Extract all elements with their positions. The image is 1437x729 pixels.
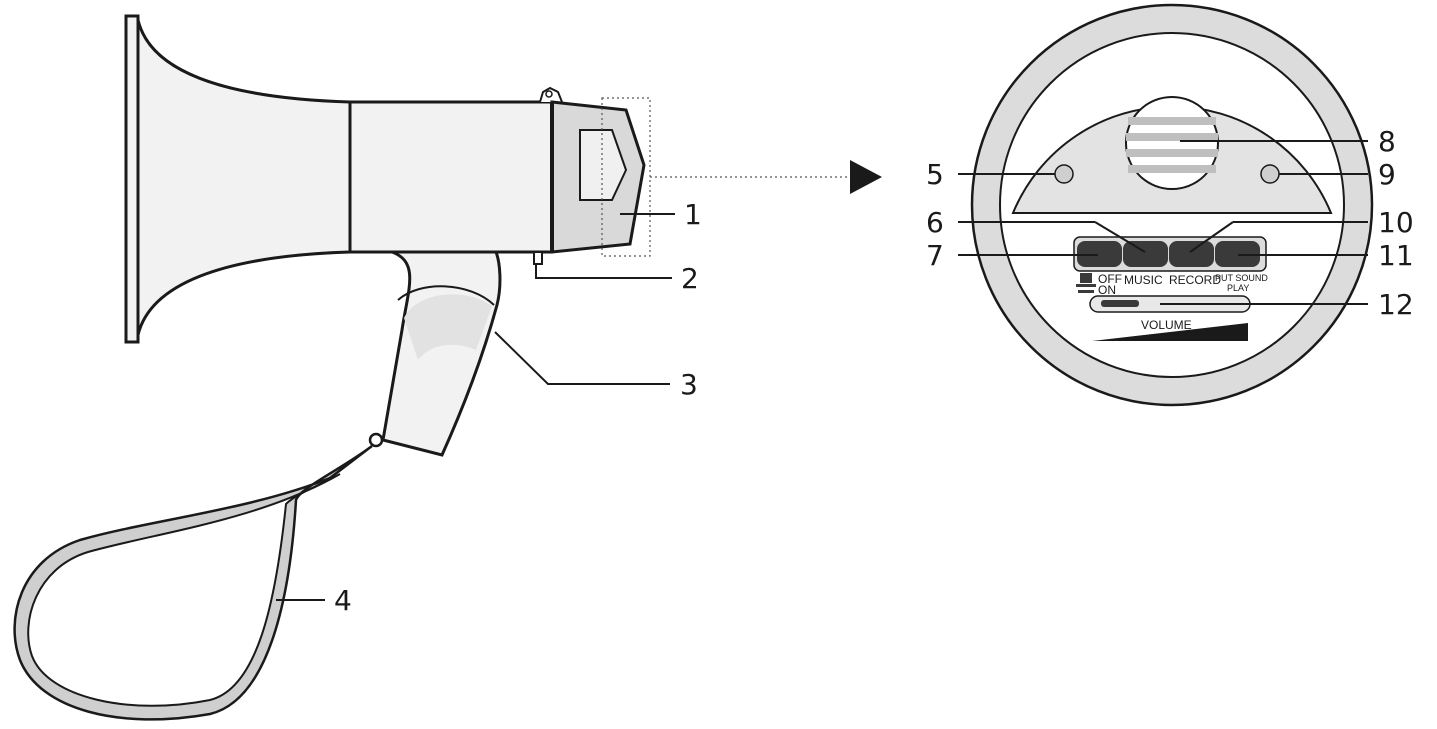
callout-10: 10	[1378, 206, 1414, 239]
leader-6b	[1094, 221, 1146, 253]
handle-grip	[381, 250, 502, 457]
strap-inner	[27, 473, 341, 707]
volume-wedge-icon	[1092, 323, 1248, 341]
callout-2: 2	[681, 262, 699, 295]
arrow-icon	[850, 160, 882, 194]
label-play: PLAY	[1227, 283, 1249, 293]
record-button	[1169, 241, 1214, 267]
callout-3: 3	[680, 368, 698, 401]
trigger-switch	[533, 251, 543, 265]
handle-inner-shade	[404, 294, 492, 360]
callout-4: 4	[334, 584, 352, 617]
strap-clip-pin	[545, 90, 553, 98]
off-on-button	[1077, 241, 1122, 267]
label-volume: VOLUME	[1141, 318, 1192, 332]
strap-clip	[539, 86, 563, 103]
control-panel-view: OFF ON MUSIC RECORD PUT SOUND PLAY VOLUM…	[970, 3, 1374, 407]
bell-rim	[124, 14, 140, 344]
label-put-sound: PUT SOUND	[1215, 273, 1268, 283]
callout-9: 9	[1378, 158, 1396, 191]
label-music: MUSIC	[1124, 273, 1163, 287]
leader-3	[494, 331, 670, 385]
strap-ring	[368, 432, 384, 448]
cap-window	[579, 129, 628, 201]
callout-1: 1	[684, 198, 702, 231]
music-button	[1123, 241, 1168, 267]
label-off: OFF	[1098, 272, 1122, 286]
megaphone-side-view	[13, 14, 882, 721]
indicator-led-left	[1054, 164, 1074, 184]
label-record: RECORD	[1169, 273, 1221, 287]
callout-6: 6	[926, 206, 944, 239]
bell-cone	[136, 19, 352, 336]
callout-12: 12	[1378, 288, 1414, 321]
speaker-grille	[1125, 96, 1219, 190]
callout-5: 5	[926, 158, 944, 191]
leader-lines	[276, 140, 1368, 601]
put-sound-play-button	[1215, 241, 1260, 267]
callout-numbers: 1 2 3 4 5 6 7 8 9 10 11 12	[334, 125, 1414, 617]
leader-2	[535, 264, 672, 279]
callout-8: 8	[1378, 125, 1396, 158]
label-on: ON	[1098, 283, 1116, 297]
indicator-led-right	[1260, 164, 1280, 184]
power-switch-icon	[1076, 273, 1096, 293]
callout-11: 11	[1378, 239, 1414, 272]
volume-slider-knob	[1101, 300, 1139, 307]
body-cylinder	[348, 100, 554, 254]
callout-7: 7	[926, 239, 944, 272]
leader-10b	[1189, 221, 1234, 253]
